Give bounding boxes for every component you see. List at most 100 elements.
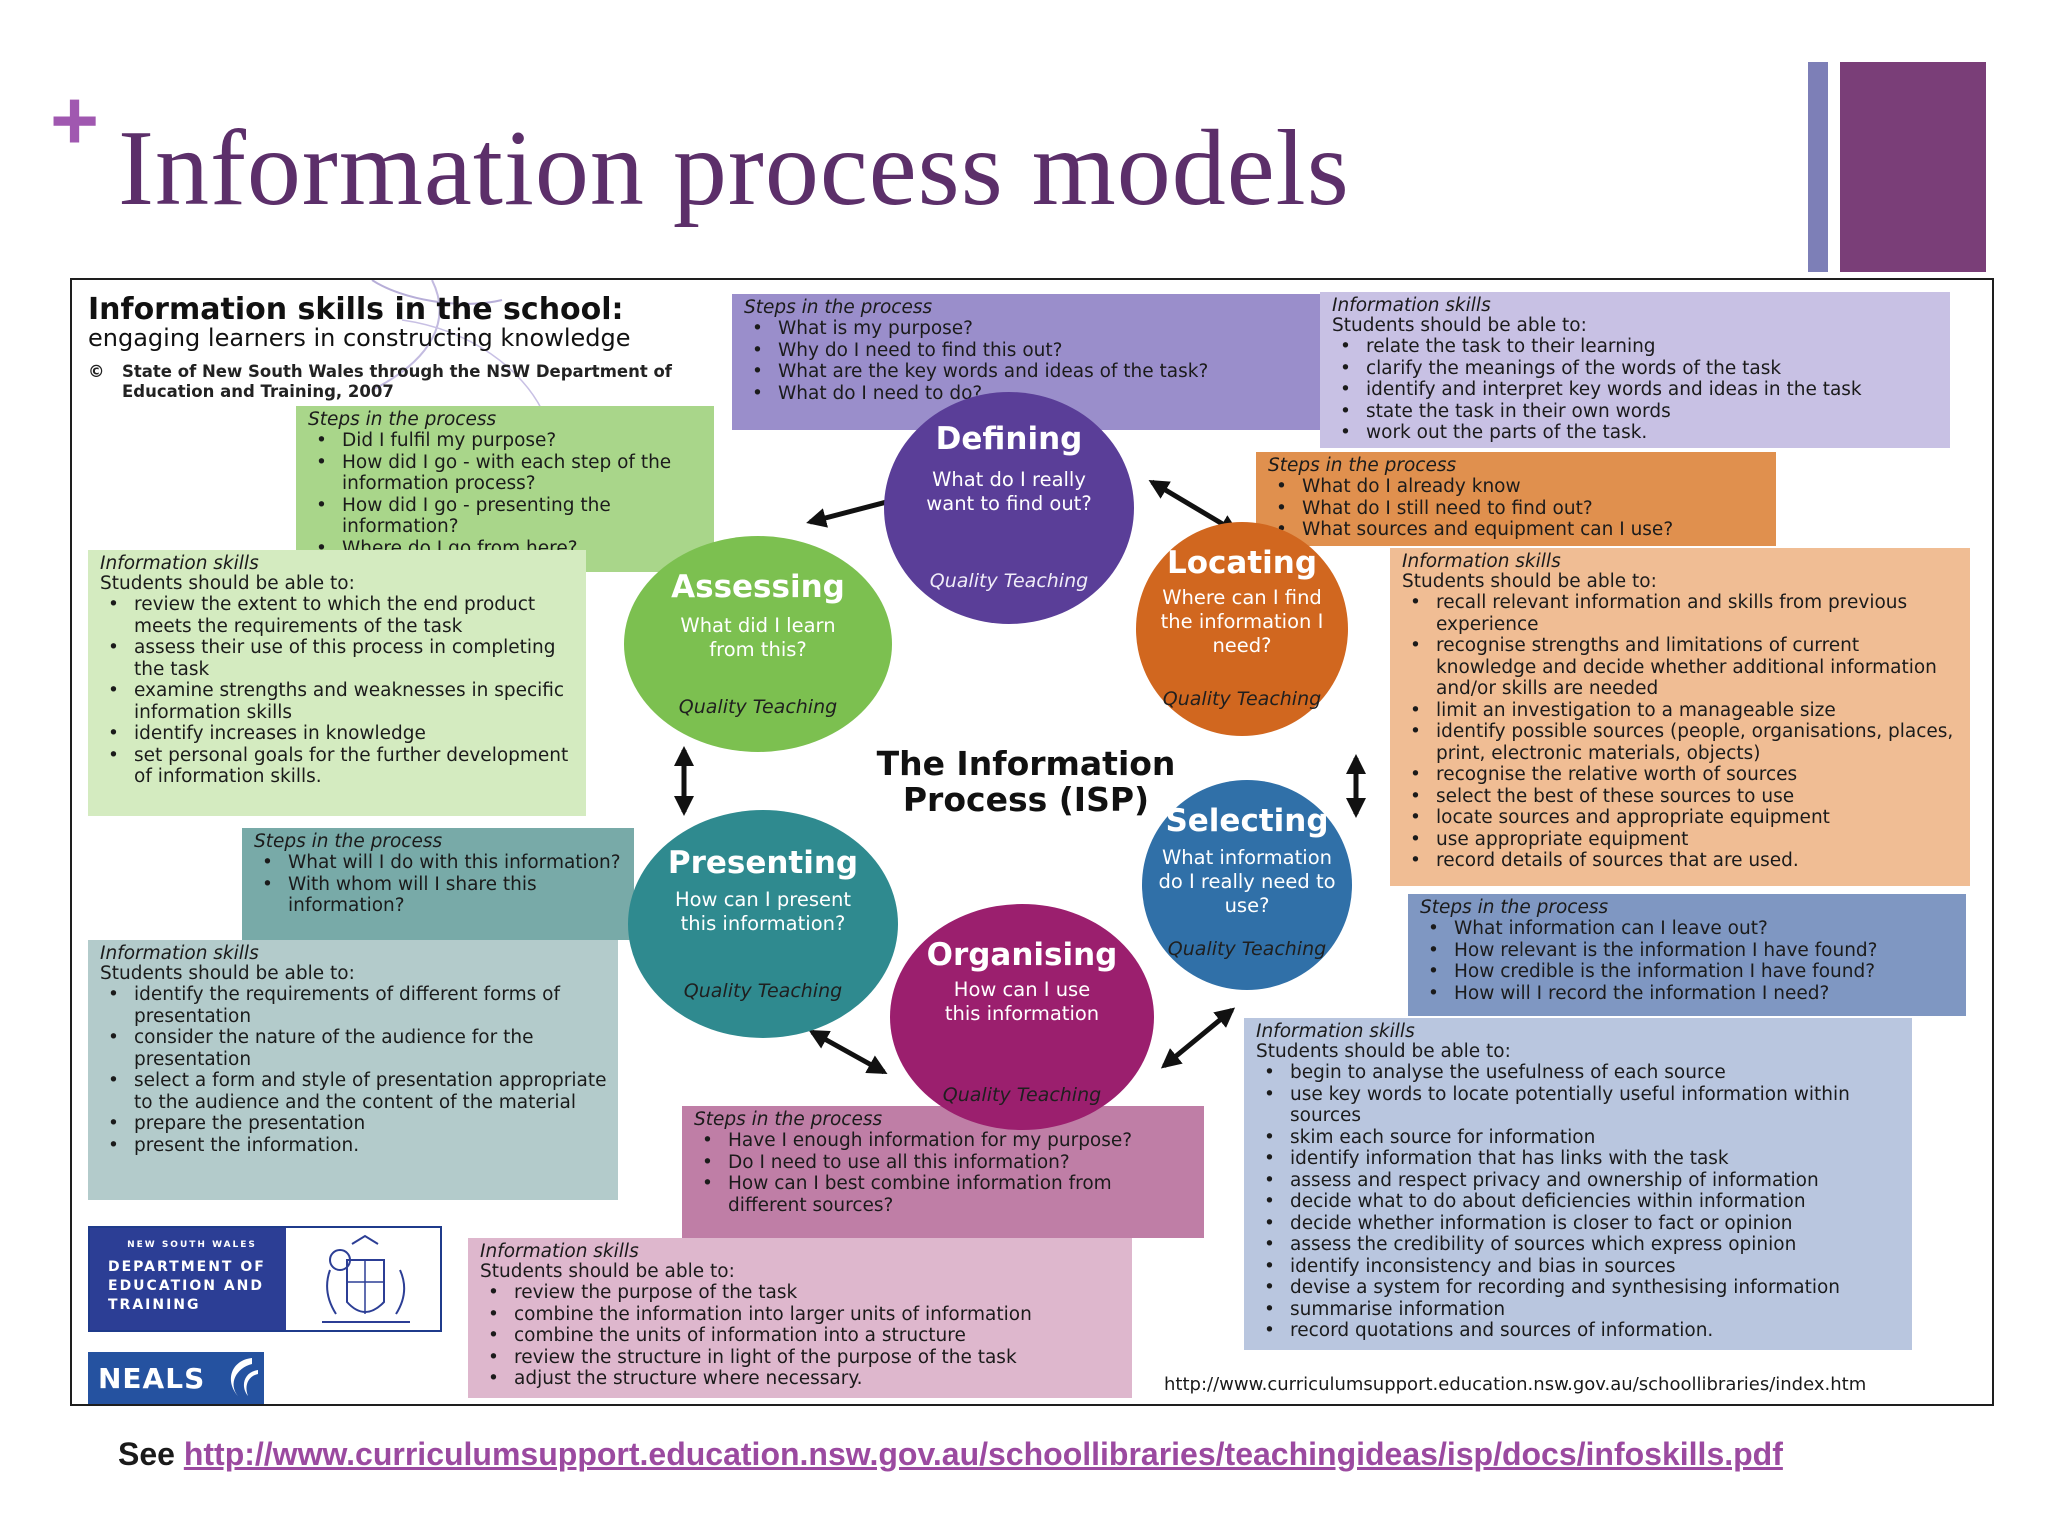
list-item: decide whether information is closer to …: [1256, 1213, 1902, 1235]
list-item: What do I need to do?: [744, 383, 1380, 405]
box-intro: Students should be able to:: [1402, 571, 1657, 592]
phase-question: What do I really want to find out?: [926, 468, 1092, 515]
list-item: identify information that has links with…: [1256, 1148, 1902, 1170]
locating-steps-box: Steps in the process What do I already k…: [1256, 452, 1776, 546]
list-item: Did I fulfil my purpose?: [308, 430, 704, 452]
phase-defining: Defining What do I really want to find o…: [884, 392, 1134, 624]
neals-text: NEALS: [98, 1362, 206, 1395]
nsw-department-logo: NEW SOUTH WALES DEPARTMENT OF EDUCATION …: [88, 1226, 442, 1332]
decorative-swirl: [371, 280, 543, 410]
steps-list: What will I do with this information? Wi…: [254, 852, 624, 917]
slide-title: Information process models: [118, 109, 1350, 228]
box-intro: Students should be able to:: [100, 573, 355, 594]
footer-reference: See http://www.curriculumsupport.educati…: [118, 1436, 1783, 1473]
box-caption: Information skills: [100, 943, 259, 964]
list-item: record quotations and sources of informa…: [1256, 1320, 1902, 1342]
list-item: use appropriate equipment: [1402, 829, 1960, 851]
logo-state: NEW SOUTH WALES: [127, 1240, 257, 1250]
list-item: How did I go - presenting the informatio…: [308, 495, 704, 538]
list-item: select a form and style of presentation …: [100, 1070, 608, 1113]
figure-subheading: engaging learners in constructing knowle…: [88, 324, 631, 352]
arrow-organising-presenting: [808, 1029, 888, 1075]
list-item: begin to analyse the usefulness of each …: [1256, 1062, 1902, 1084]
phase-presenting: Presenting How can I present this inform…: [628, 810, 898, 1038]
assessing-steps-box: Steps in the process Did I fulfil my pur…: [296, 406, 714, 572]
list-item: How can I best combine information from …: [694, 1173, 1194, 1216]
steps-list: What information can I leave out? How re…: [1420, 918, 1956, 1004]
box-caption: Information skills: [1402, 551, 1561, 572]
phase-question: How can I use this information: [944, 978, 1100, 1025]
phase-footer: Quality Teaching: [929, 570, 1089, 592]
list-item: How did I go - with each step of the inf…: [308, 452, 704, 495]
list-item: review the structure in light of the pur…: [480, 1347, 1122, 1369]
steps-list: What is my purpose? Why do I need to fin…: [744, 318, 1380, 404]
list-item: What are the key words and ideas of the …: [744, 361, 1380, 383]
phase-title: Assessing: [671, 569, 845, 605]
phase-title: Selecting: [1165, 803, 1329, 839]
steps-list: Did I fulfil my purpose? How did I go - …: [308, 430, 704, 559]
list-item: set personal goals for the further devel…: [100, 745, 576, 788]
list-item: review the extent to which the end produ…: [100, 594, 576, 637]
skills-list: identify the requirements of different f…: [100, 984, 608, 1156]
list-item: combine the units of information into a …: [480, 1325, 1122, 1347]
source-url: http://www.curriculumsupport.education.n…: [1164, 1374, 1867, 1395]
box-caption: Information skills: [480, 1241, 639, 1262]
list-item: work out the parts of the task.: [1332, 422, 1940, 444]
list-item: identify increases in knowledge: [100, 723, 576, 745]
footer-prefix: See: [118, 1436, 175, 1472]
copyright-icon: ©: [88, 362, 105, 381]
box-caption: Steps in the process: [1420, 897, 1609, 918]
logo-department-name: DEPARTMENT OF EDUCATION AND TRAINING: [108, 1259, 266, 1313]
list-item: assess the credibility of sources which …: [1256, 1234, 1902, 1256]
list-item: skim each source for information: [1256, 1127, 1902, 1149]
list-item: examine strengths and weaknesses in spec…: [100, 680, 576, 723]
steps-list: What do I already know What do I still n…: [1268, 476, 1766, 541]
isp-diagram: Information skills in the school: engagi…: [70, 278, 1994, 1406]
skills-list: begin to analyse the usefulness of each …: [1256, 1062, 1902, 1342]
list-item: identify the requirements of different f…: [100, 984, 608, 1027]
box-caption: Steps in the process: [254, 831, 443, 852]
phase-footer: Quality Teaching: [683, 980, 843, 1002]
selecting-steps-box: Steps in the process What information ca…: [1408, 894, 1966, 1016]
box-intro: Students should be able to:: [1256, 1041, 1511, 1062]
phase-organising: Organising How can I use this informatio…: [890, 904, 1154, 1130]
copyright-notice: © State of New South Wales through the N…: [88, 362, 722, 402]
box-caption: Information skills: [1332, 295, 1491, 316]
box-intro: Students should be able to:: [1332, 315, 1587, 336]
phase-question: Where can I find the information I need?: [1160, 586, 1324, 657]
box-caption: Information skills: [100, 553, 259, 574]
coat-of-arms-icon: [322, 1234, 410, 1323]
box-caption: Steps in the process: [1268, 455, 1457, 476]
list-item: assess their use of this process in comp…: [100, 637, 576, 680]
figure-heading: Information skills in the school:: [88, 292, 624, 327]
footer-link[interactable]: http://www.curriculumsupport.education.n…: [183, 1436, 1783, 1472]
list-item: Do I need to use all this information?: [694, 1152, 1194, 1174]
skills-list: recall relevant information and skills f…: [1402, 592, 1960, 872]
box-intro: Students should be able to:: [480, 1261, 735, 1282]
box-intro: Students should be able to:: [100, 963, 355, 984]
list-item: state the task in their own words: [1332, 401, 1940, 423]
box-caption: Steps in the process: [744, 297, 933, 318]
list-item: recall relevant information and skills f…: [1402, 592, 1960, 635]
defining-skills-box: Information skills Students should be ab…: [1320, 292, 1950, 448]
list-item: combine the information into larger unit…: [480, 1304, 1122, 1326]
selecting-skills-box: Information skills Students should be ab…: [1244, 1018, 1912, 1350]
defining-steps-box: Steps in the process What is my purpose?…: [732, 294, 1390, 430]
list-item: What do I still need to find out?: [1268, 498, 1766, 520]
list-item: devise a system for recording and synthe…: [1256, 1277, 1902, 1299]
list-item: identify possible sources (people, organ…: [1402, 721, 1960, 764]
phase-assessing: Assessing What did I learn from this? Qu…: [624, 536, 892, 752]
list-item: How relevant is the information I have f…: [1420, 940, 1956, 962]
phase-locating: Locating Where can I find the informatio…: [1136, 522, 1348, 736]
list-item: What will I do with this information?: [254, 852, 624, 874]
skills-list: relate the task to their learning clarif…: [1332, 336, 1940, 444]
list-item: relate the task to their learning: [1332, 336, 1940, 358]
list-item: recognise strengths and limitations of c…: [1402, 635, 1960, 700]
box-caption: Steps in the process: [694, 1109, 883, 1130]
list-item: Have I enough information for my purpose…: [694, 1130, 1194, 1152]
list-item: Why do I need to find this out?: [744, 340, 1380, 362]
list-item: identify and interpret key words and ide…: [1332, 379, 1940, 401]
list-item: decide what to do about deficiencies wit…: [1256, 1191, 1902, 1213]
list-item: What sources and equipment can I use?: [1268, 519, 1766, 541]
list-item: record details of sources that are used.: [1402, 850, 1960, 872]
